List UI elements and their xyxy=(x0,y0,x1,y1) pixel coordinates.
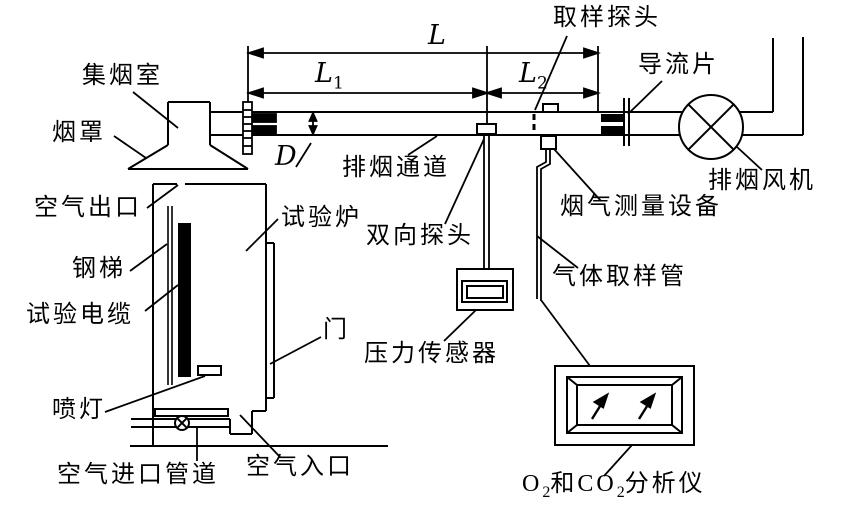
label-air-inlet-duct: 空气进口管道 xyxy=(57,462,219,488)
leader-lines xyxy=(104,35,763,477)
dim-L1: L1 xyxy=(315,58,344,94)
label-steel-ladder: 钢梯 xyxy=(72,256,126,282)
label-air-inlet: 空气入口 xyxy=(246,454,354,480)
smoke-hood-assembly xyxy=(127,101,249,170)
label-smoke-exhaust-channel: 排烟通道 xyxy=(342,155,450,181)
test-furnace-box xyxy=(130,183,388,447)
exhaust-fan-icon xyxy=(678,94,744,160)
pressure-sensor-box xyxy=(456,268,514,311)
flow-straightener-left xyxy=(242,101,277,155)
air-inlet-piping xyxy=(131,408,266,435)
label-pressure-sensor: 压力传感器 xyxy=(364,341,499,367)
blow-lamp-box xyxy=(197,365,222,376)
label-gas-analyzer: O2和CO2分析仪 xyxy=(522,471,706,501)
label-smoke-measuring-device: 烟气测量设备 xyxy=(560,194,722,220)
label-smoke-hood: 烟罩 xyxy=(52,120,106,146)
gas-analyzer-box xyxy=(554,365,695,446)
label-test-cable: 试验电缆 xyxy=(26,302,134,328)
door-panel xyxy=(266,242,275,399)
label-blow-lamp: 喷灯 xyxy=(52,397,106,423)
gas-sampling-tube xyxy=(536,135,591,367)
bidirectional-probe xyxy=(476,123,497,269)
label-air-outlet: 空气出口 xyxy=(34,195,142,221)
valve-icon xyxy=(174,415,190,431)
steel-ladder-lines xyxy=(167,206,173,385)
duct-diameter-arrow xyxy=(308,110,318,137)
sampling-probe xyxy=(532,103,559,134)
label-door: 门 xyxy=(323,317,350,343)
exhaust-duct xyxy=(210,37,804,136)
label-smoke-exhaust-fan: 排烟风机 xyxy=(708,168,816,194)
test-cable-bar xyxy=(178,223,191,377)
label-bidirectional-probe: 双向探头 xyxy=(366,223,474,249)
dim-D: D xyxy=(275,141,297,172)
smoke-measuring-device-box xyxy=(540,135,557,150)
dim-L: L xyxy=(428,20,446,51)
meter-needle-icons xyxy=(590,392,657,420)
label-gas-sampling-tube: 气体取样管 xyxy=(552,264,687,290)
dim-L2: L2 xyxy=(519,58,548,94)
label-test-furnace: 试验炉 xyxy=(281,205,362,231)
guide-vane xyxy=(601,98,630,146)
label-sampling-probe: 取样探头 xyxy=(553,5,661,31)
label-smoke-collection-chamber: 集烟室 xyxy=(82,63,163,89)
label-guide-vane: 导流片 xyxy=(638,52,719,78)
